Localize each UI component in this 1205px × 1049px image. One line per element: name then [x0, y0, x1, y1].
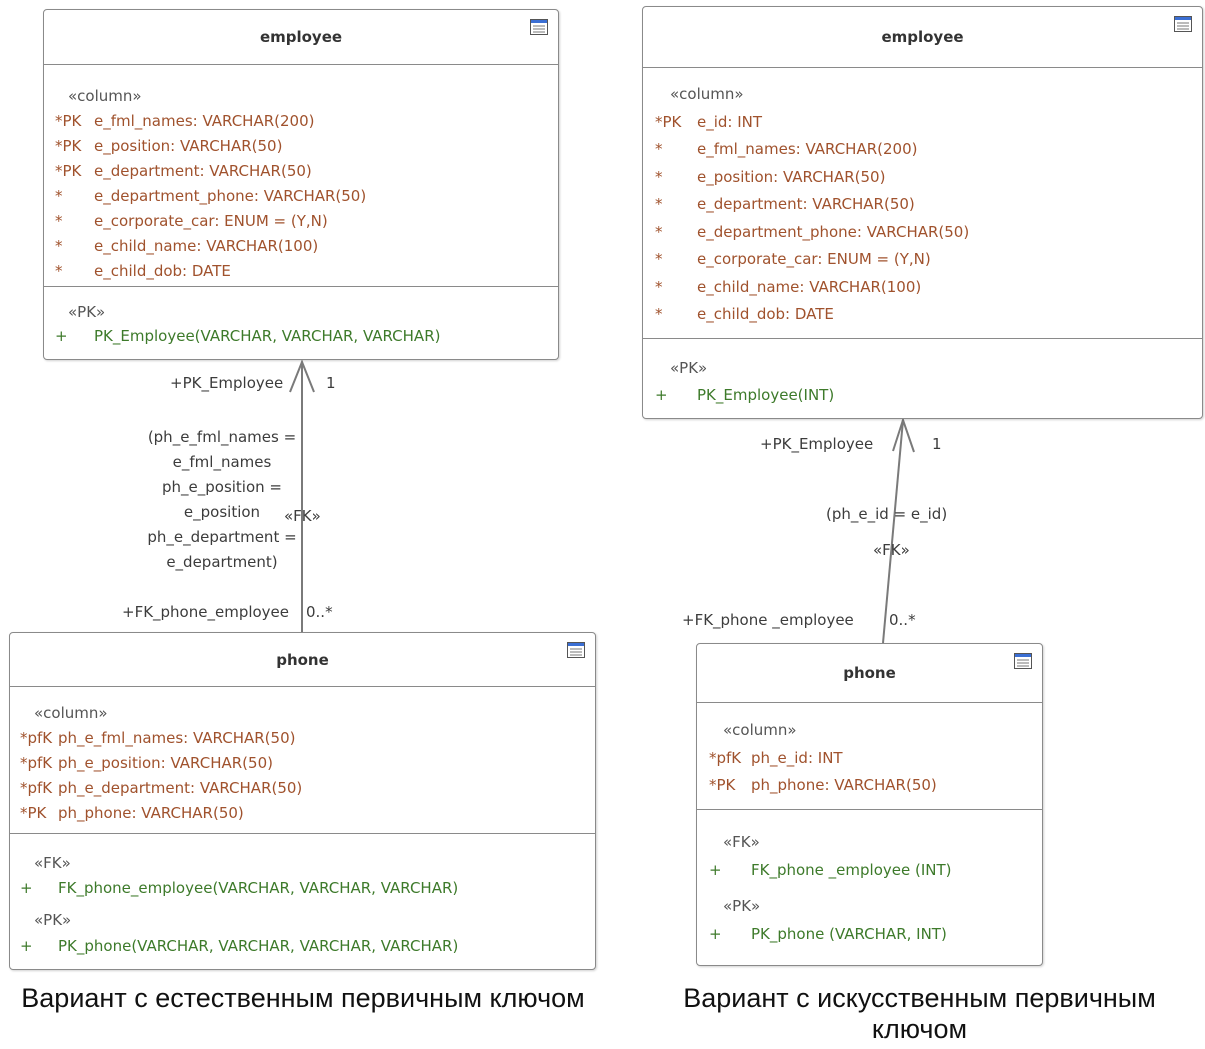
column-row: *e_child_dob: DATE [55, 262, 231, 280]
column-stereotype: «column» [68, 87, 142, 105]
pk-operation: +PK_phone(VARCHAR, VARCHAR, VARCHAR, VAR… [20, 937, 459, 955]
right-source-role: +FK_phone _employee [682, 611, 854, 629]
operations-section: «PK» +PK_Employee(VARCHAR, VARCHAR, VARC… [44, 286, 558, 359]
entity-title: phone [276, 650, 329, 669]
right-arrowhead [892, 416, 915, 453]
column-row: *e_department_phone: VARCHAR(50) [55, 187, 367, 205]
entity-header: phone [697, 644, 1042, 703]
left-arrowhead [289, 359, 315, 393]
table-icon [1014, 653, 1032, 669]
right-target-multiplicity: 1 [932, 435, 942, 453]
right-fk-connector[interactable] [882, 419, 904, 644]
left-source-multiplicity: 0..* [306, 603, 333, 621]
pk-stereotype: «PK» [68, 303, 106, 321]
entity-title: employee [881, 28, 964, 46]
pk-operation: +PK_phone (VARCHAR, INT) [709, 925, 947, 943]
column-row: *e_department: VARCHAR(50) [655, 195, 915, 213]
table-icon [1174, 16, 1192, 32]
left-caption: Вариант с естественным первичным ключом [21, 983, 585, 1013]
table-icon [530, 19, 548, 35]
column-stereotype: «column» [723, 721, 797, 739]
left-fk-stereotype: «FK» [284, 507, 321, 525]
pk-stereotype: «PK» [723, 897, 761, 915]
entity-header: employee [44, 10, 558, 65]
right-fk-stereotype: «FK» [873, 541, 910, 559]
column-row: *e_department_phone: VARCHAR(50) [655, 223, 970, 241]
column-row: *e_child_name: VARCHAR(100) [55, 237, 319, 255]
operations-section: «FK» +FK_phone _employee (INT) «PK» +PK_… [697, 809, 1042, 965]
right-caption: Вариант с искусственным первичным ключом [683, 983, 1156, 1044]
entity-header: employee [643, 7, 1202, 68]
entity-title: employee [259, 28, 343, 46]
pk-stereotype: «PK» [670, 359, 708, 377]
left-join-condition: (ph_e_fml_names = e_fml_names ph_e_posit… [147, 428, 297, 571]
column-row: *e_corporate_car: ENUM = (Y,N) [55, 212, 328, 230]
column-row: *e_corporate_car: ENUM = (Y,N) [655, 250, 931, 268]
operations-section: «FK» +FK_phone_employee(VARCHAR, VARCHAR… [10, 833, 595, 969]
pk-stereotype: «PK» [34, 911, 72, 929]
left-target-multiplicity: 1 [326, 374, 336, 392]
right-source-multiplicity: 0..* [889, 611, 916, 629]
column-row: *e_child_name: VARCHAR(100) [655, 278, 922, 296]
left-source-role: +FK_phone_employee [122, 603, 290, 621]
left-target-role: +PK_Employee [170, 374, 284, 392]
fk-stereotype: «FK» [723, 833, 760, 851]
pk-operation: +PK_Employee(INT) [655, 386, 835, 404]
column-stereotype: «column» [34, 704, 108, 722]
entity-title: phone [843, 664, 896, 682]
right-target-role: +PK_Employee [760, 435, 874, 453]
fk-stereotype: «FK» [34, 854, 71, 872]
entity-header: phone [10, 633, 595, 687]
fk-operation: +FK_phone _employee (INT) [709, 861, 952, 879]
pk-operation: +PK_Employee(VARCHAR, VARCHAR, VARCHAR) [55, 327, 441, 345]
fk-operation: +FK_phone_employee(VARCHAR, VARCHAR, VAR… [20, 879, 459, 897]
operations-section: «PK» +PK_Employee(INT) [643, 338, 1202, 418]
column-stereotype: «column» [670, 85, 744, 103]
column-row: *e_position: VARCHAR(50) [655, 168, 886, 186]
column-row: *e_fml_names: VARCHAR(200) [655, 140, 918, 158]
column-row: *e_child_dob: DATE [655, 305, 834, 323]
table-icon [567, 642, 585, 658]
right-join-condition: (ph_e_id = e_id) [826, 505, 948, 523]
